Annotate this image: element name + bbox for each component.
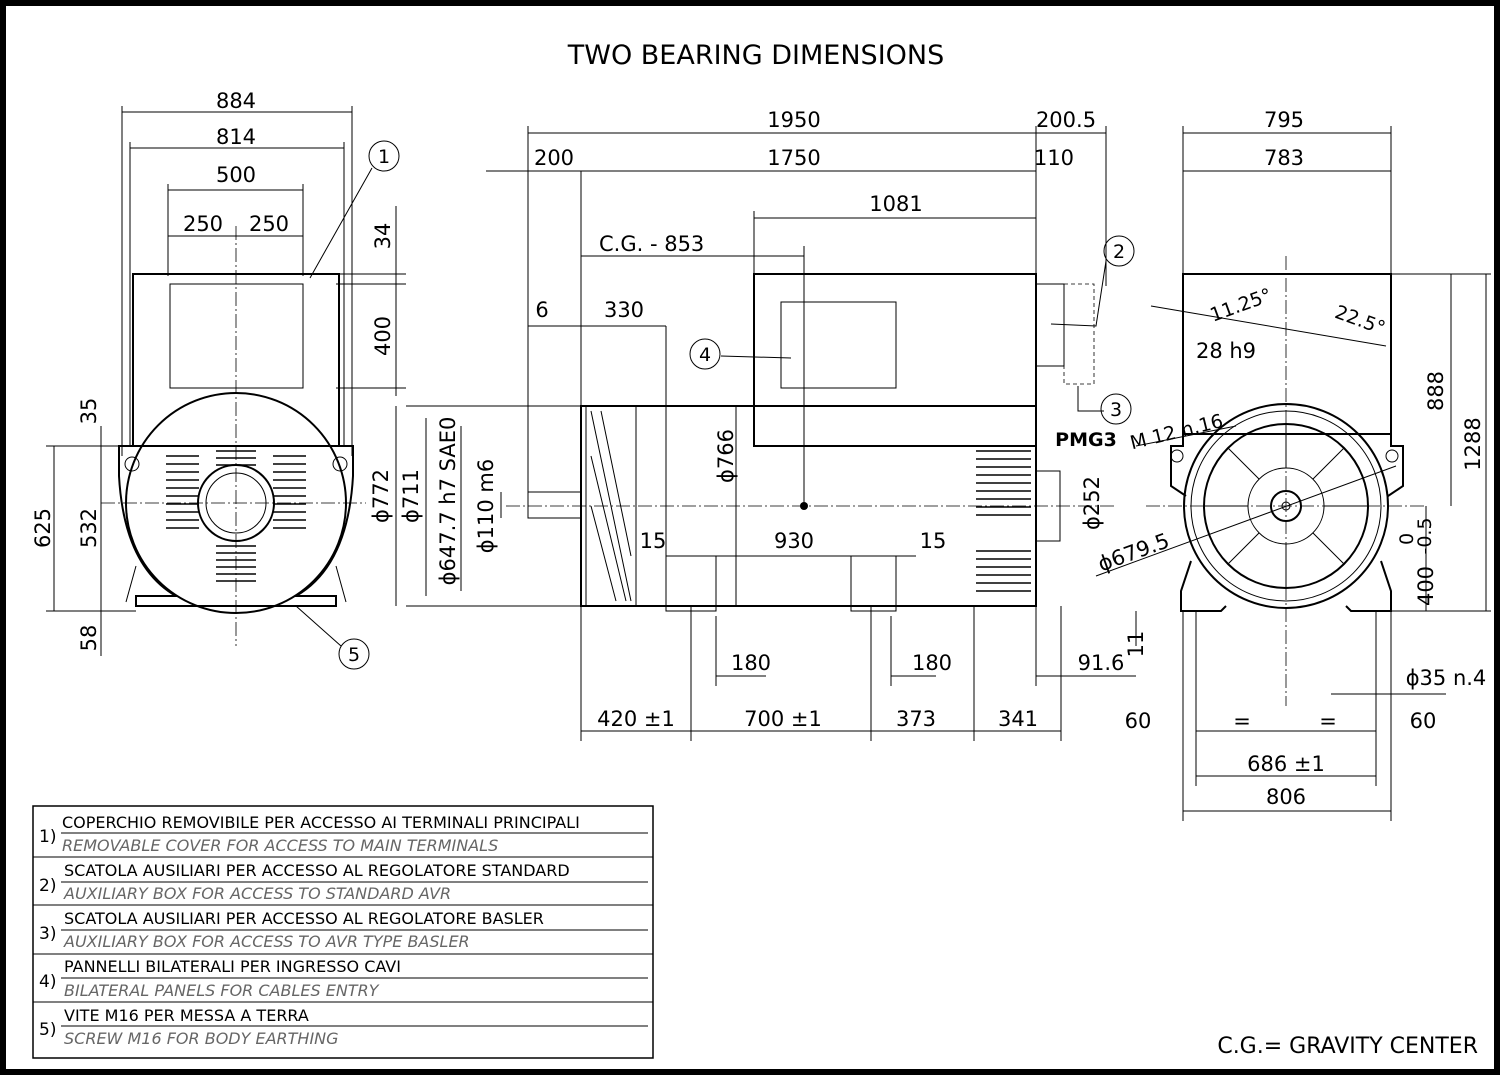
gravity-center-note: C.G.= GRAVITY CENTER [1217, 1034, 1478, 1059]
dim-hole-35: ϕ35 n.4 [1406, 666, 1487, 690]
dim-420: 420 ±1 [597, 707, 675, 731]
end-view-outline [1146, 256, 1426, 706]
side-view-dimensions: 1950 200.5 200 1750 110 1081 C.G. - 853 … [369, 108, 1136, 741]
dim-700: 700 ±1 [744, 707, 822, 731]
drawing-canvas: TWO BEARING DIMENSIONS 884 814 500 2 [31, 40, 1491, 1059]
dim-373: 373 [896, 707, 936, 731]
svg-text:SCATOLA AUSILIARI PER ACCESSO: SCATOLA AUSILIARI PER ACCESSO AL REGOLAT… [64, 909, 544, 928]
callout-2: 2 [1103, 235, 1135, 267]
svg-text:REMOVABLE COVER FOR ACCESS TO: REMOVABLE COVER FOR ACCESS TO MAIN TERMI… [62, 836, 498, 855]
dim-equal-left: = [1233, 709, 1251, 733]
svg-text:BILATERAL PANELS FOR CABLES EN: BILATERAL PANELS FOR CABLES ENTRY [64, 981, 380, 1000]
svg-text:3): 3) [39, 924, 56, 944]
dim-200: 200 [534, 146, 574, 170]
dim-783: 783 [1264, 146, 1304, 170]
dim-884: 884 [216, 89, 256, 113]
end-view: 795 783 11.25° 22.5° 28 h9 M 12 n.16 ϕ67… [1080, 108, 1491, 821]
dim-91-6: 91.6 [1078, 651, 1125, 675]
dim-250-left: 250 [183, 212, 223, 236]
dim-35: 35 [77, 398, 101, 425]
dim-686: 686 ±1 [1247, 752, 1325, 776]
dim-330: 330 [604, 298, 644, 322]
dim-180-left: 180 [731, 651, 771, 675]
svg-text:SCATOLA AUSILIARI PER ACCESSO: SCATOLA AUSILIARI PER ACCESSO AL REGOLAT… [64, 861, 570, 880]
svg-text:1): 1) [39, 827, 56, 847]
svg-text:AUXILIARY BOX FOR ACCESS TO ST: AUXILIARY BOX FOR ACCESS TO STANDARD AVR [63, 884, 451, 903]
svg-text:PANNELLI BILATERALI PER INGRES: PANNELLI BILATERALI PER INGRESSO CAVI [64, 957, 401, 976]
dim-28-h9: 28 h9 [1196, 339, 1256, 363]
dim-dia-679-5: ϕ679.5 [1095, 528, 1173, 576]
legend-row-4: 4) PANNELLI BILATERALI PER INGRESSO CAVI… [39, 957, 401, 1000]
dim-625: 625 [31, 508, 55, 548]
svg-text:AUXILIARY BOX FOR ACCESS TO AV: AUXILIARY BOX FOR ACCESS TO AVR TYPE BAS… [63, 932, 470, 951]
dim-250-right: 250 [249, 212, 289, 236]
svg-text:2: 2 [1113, 241, 1125, 263]
dim-6: 6 [535, 298, 548, 322]
dim-806: 806 [1266, 785, 1306, 809]
dim-dia-252: ϕ252 [1080, 476, 1104, 530]
svg-text:5): 5) [39, 1020, 56, 1040]
dim-795: 795 [1264, 108, 1304, 132]
front-view-outline [101, 226, 366, 646]
dim-500: 500 [216, 163, 256, 187]
dim-180-right: 180 [912, 651, 952, 675]
dim-1750: 1750 [767, 146, 820, 170]
dim-400-shaft-height: 400 [1414, 566, 1438, 606]
legend-row-1: 1) COPERCHIO REMOVIBILE PER ACCESSO AI T… [39, 813, 580, 855]
dim-cg-853: C.G. - 853 [599, 232, 704, 256]
dim-34: 34 [371, 223, 395, 250]
callouts: 1 2 3 4 5 [295, 140, 1135, 670]
dim-110: 110 [1034, 146, 1074, 170]
dim-1081: 1081 [869, 192, 922, 216]
dim-1288: 1288 [1461, 417, 1485, 470]
side-view: 1950 200.5 200 1750 110 1081 C.G. - 853 … [369, 108, 1136, 741]
dim-15-left: 15 [640, 529, 667, 553]
front-view-dimensions: 884 814 500 250 250 34 400 35 625 532 58 [31, 89, 406, 656]
dim-888: 888 [1424, 371, 1448, 411]
dim-dia-647: ϕ647.7 h7 SAE0 [436, 417, 460, 586]
angle-11-25: 11.25° [1207, 284, 1275, 327]
svg-text:3: 3 [1110, 399, 1122, 421]
dim-1950: 1950 [767, 108, 820, 132]
dim-532: 532 [77, 508, 101, 548]
svg-text:2): 2) [39, 876, 56, 896]
svg-text:5: 5 [348, 644, 360, 666]
svg-text:COPERCHIO REMOVIBILE PER ACCES: COPERCHIO REMOVIBILE PER ACCESSO AI TERM… [62, 813, 580, 832]
dim-15-right: 15 [920, 529, 947, 553]
drawing-title: TWO BEARING DIMENSIONS [567, 40, 945, 71]
dim-equal-right: = [1319, 709, 1337, 733]
legend-row-5: 5) VITE M16 PER MESSA A TERRA SCREW M16 … [39, 1006, 339, 1048]
dim-60-left: 60 [1125, 709, 1152, 733]
callout-1: 1 [368, 140, 400, 172]
legend-row-3: 3) SCATOLA AUSILIARI PER ACCESSO AL REGO… [39, 909, 544, 951]
svg-text:4): 4) [39, 972, 56, 992]
dim-200-5: 200.5 [1036, 108, 1096, 132]
side-view-outline [506, 273, 1116, 612]
svg-text:1: 1 [378, 146, 390, 168]
callout-3: 3 [1100, 393, 1132, 425]
legend-row-2: 2) SCATOLA AUSILIARI PER ACCESSO AL REGO… [39, 861, 570, 903]
dim-11: 11 [1124, 631, 1148, 658]
dim-dia-766: ϕ766 [714, 429, 738, 483]
dim-341: 341 [998, 707, 1038, 731]
tol-lower: -0.5 [1414, 517, 1436, 554]
dim-dia-711: ϕ711 [399, 469, 423, 523]
angle-22-5: 22.5° [1332, 301, 1388, 339]
legend-table: 1) COPERCHIO REMOVIBILE PER ACCESSO AI T… [32, 805, 654, 1059]
dim-400: 400 [371, 316, 395, 356]
callout-5: 5 [338, 638, 370, 670]
dim-58: 58 [77, 625, 101, 652]
dim-60-right: 60 [1410, 709, 1437, 733]
front-view: 884 814 500 250 250 34 400 35 625 532 58 [31, 89, 406, 656]
dim-dia-110: ϕ110 m6 [474, 459, 498, 553]
pmg-label: PMG3 [1055, 429, 1117, 451]
dim-814: 814 [216, 125, 256, 149]
callout-4: 4 [689, 338, 721, 370]
tol-upper: 0 [1396, 533, 1418, 545]
svg-text:4: 4 [699, 344, 711, 366]
dim-dia-772: ϕ772 [369, 469, 393, 523]
svg-text:SCREW M16 FOR BODY EARTHING: SCREW M16 FOR BODY EARTHING [64, 1029, 339, 1048]
svg-text:VITE M16 PER MESSA A TERRA: VITE M16 PER MESSA A TERRA [64, 1006, 309, 1025]
dim-930: 930 [774, 529, 814, 553]
